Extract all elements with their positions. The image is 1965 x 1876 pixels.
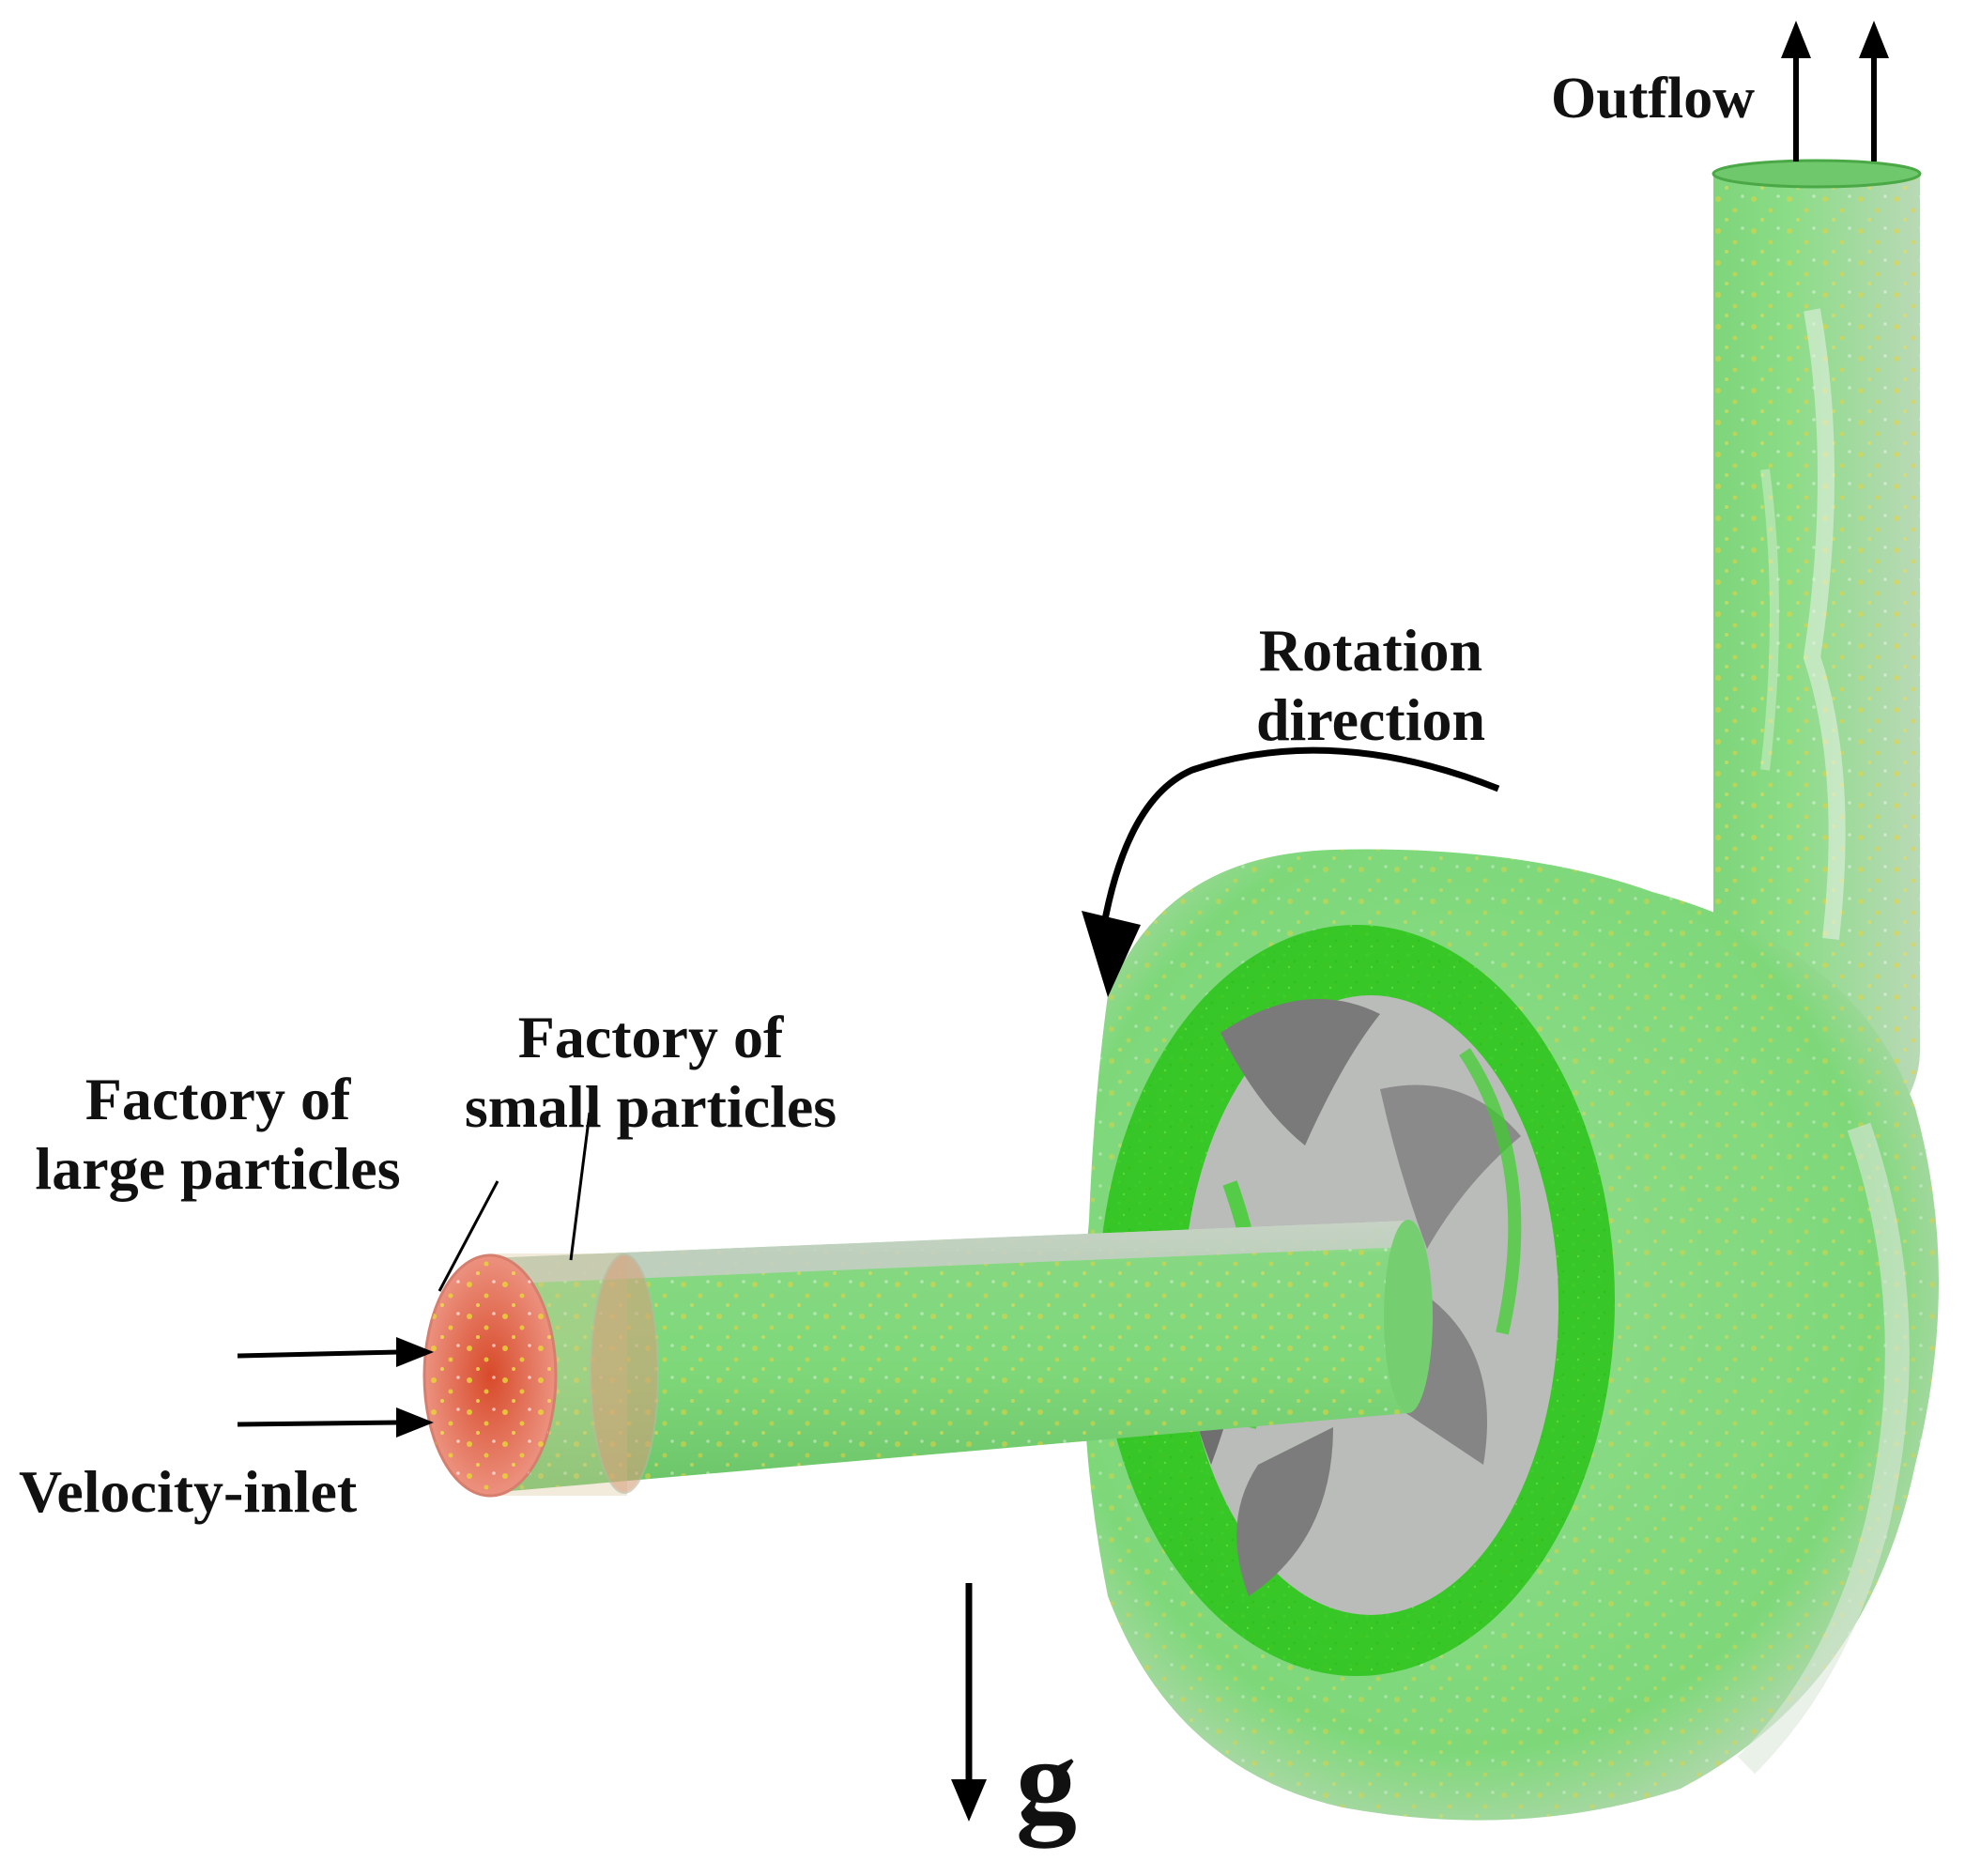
small-factory-line-2: small particles (464, 1072, 837, 1140)
large-particles-leader (438, 1180, 499, 1292)
small-particles-factory-label: Factory of small particles (439, 1003, 862, 1141)
impeller-blade (1220, 999, 1380, 1146)
rotation-line-1: Rotation (1258, 617, 1483, 684)
annotation-arrows (237, 21, 1889, 1822)
gravity-text: g (1016, 1714, 1077, 1849)
rotation-arrow-icon (1082, 746, 1500, 997)
inlet-arrow-icon (237, 1407, 434, 1438)
outflow-label: Outflow (1551, 66, 1755, 132)
impeller-blade (1236, 1427, 1333, 1596)
velocity-inlet-label: Velocity-inlet (19, 1457, 357, 1527)
gravity-label: g (1016, 1720, 1077, 1842)
inlet-face (422, 1253, 659, 1498)
large-factory-line-1: Factory of (84, 1066, 351, 1132)
inlet-pipe (488, 1220, 1433, 1496)
impeller-blade (1371, 1296, 1487, 1465)
outflow-text: Outflow (1551, 67, 1755, 131)
rotation-direction-label: Rotation direction (1230, 616, 1512, 754)
small-particles-leader (569, 1112, 591, 1261)
large-particles-factory-label: Factory of large particles (11, 1065, 424, 1203)
large-factory-line-2: large particles (35, 1134, 401, 1202)
outflow-arrow-icon (1859, 21, 1889, 161)
velocity-inlet-text: Velocity-inlet (19, 1458, 358, 1525)
impeller-blade (1380, 1084, 1521, 1249)
gravity-arrow-icon (951, 1583, 987, 1822)
rotation-line-2: direction (1255, 685, 1486, 753)
outflow-arrow-icon (1781, 21, 1811, 161)
inlet-arrow-icon (237, 1337, 434, 1367)
small-factory-line-1: Factory of (517, 1004, 784, 1070)
